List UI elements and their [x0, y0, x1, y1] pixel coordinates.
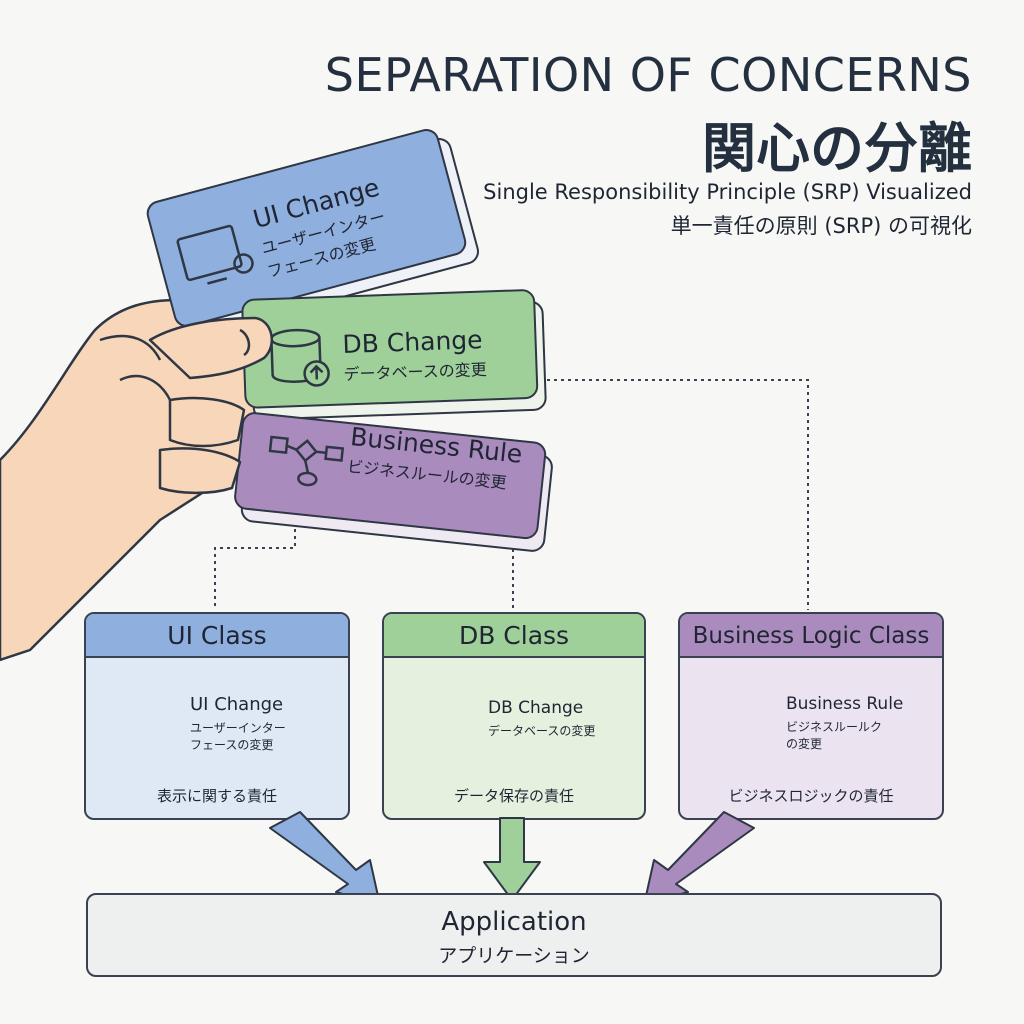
title-english: SEPARATION OF CONCERNS	[324, 48, 972, 102]
class-card-ui-text: UI Change ユーザーインター フェースの変更	[190, 694, 286, 753]
ui-class-footer: 表示に関する責任	[156, 787, 277, 805]
db-class-header: DB Class	[384, 614, 644, 658]
ui-class-box: UI Class 表示に関する責任	[84, 612, 350, 820]
business-logic-class-header: Business Logic Class	[680, 614, 942, 658]
class-card-ui-title: UI Change	[190, 694, 284, 715]
class-card-db-title: DB Change	[488, 698, 584, 718]
class-card-biz-text: Business Rule ビジネスルールク の変更	[786, 694, 903, 752]
class-card-ui-line2: フェースの変更	[190, 738, 274, 752]
business-logic-class-footer: ビジネスロジックの責任	[728, 787, 894, 805]
class-card-db-line1: データベースの変更	[488, 724, 596, 738]
title-japanese: 関心の分離	[702, 117, 972, 180]
db-class-box: DB Class データ保存の責任	[382, 612, 646, 820]
connector-lines	[214, 379, 809, 610]
application-subtitle: アプリケーション	[438, 945, 590, 967]
hand-card-biz	[234, 412, 553, 552]
hand-illustration	[0, 298, 262, 662]
flowchart-icon	[268, 435, 345, 487]
db-class-footer: データ保存の責任	[453, 787, 574, 805]
class-card-biz-line1: ビジネスルールク	[786, 720, 883, 734]
class-card-biz-title: Business Rule	[786, 694, 904, 714]
subtitle-japanese: 単一責任の原則 (SRP) の可視化	[670, 214, 972, 238]
hand-card-db-title: DB Change	[342, 325, 484, 359]
class-card-db-text: DB Change データベースの変更	[488, 698, 595, 739]
ui-class-header: UI Class	[86, 614, 348, 658]
hand-card-db	[241, 289, 547, 421]
subtitle-english: Single Responsibility Principle (SRP) Vi…	[483, 180, 972, 204]
business-logic-class-box: Business Logic Class ビジネスロジックの責任	[678, 612, 944, 820]
thumb	[148, 316, 274, 495]
class-card-biz-line2: の変更	[786, 737, 823, 751]
application-box: Application アプリケーション	[86, 893, 942, 977]
hand-card-db-line1: データベースの変更	[343, 359, 488, 384]
hand-card-db-text: DB Change データベースの変更	[342, 325, 487, 385]
application-title: Application	[441, 907, 587, 937]
class-card-ui-line1: ユーザーインター	[190, 721, 286, 735]
connector-ui	[214, 515, 296, 610]
monitor-gear-icon	[176, 224, 254, 285]
connector-biz	[540, 379, 809, 610]
